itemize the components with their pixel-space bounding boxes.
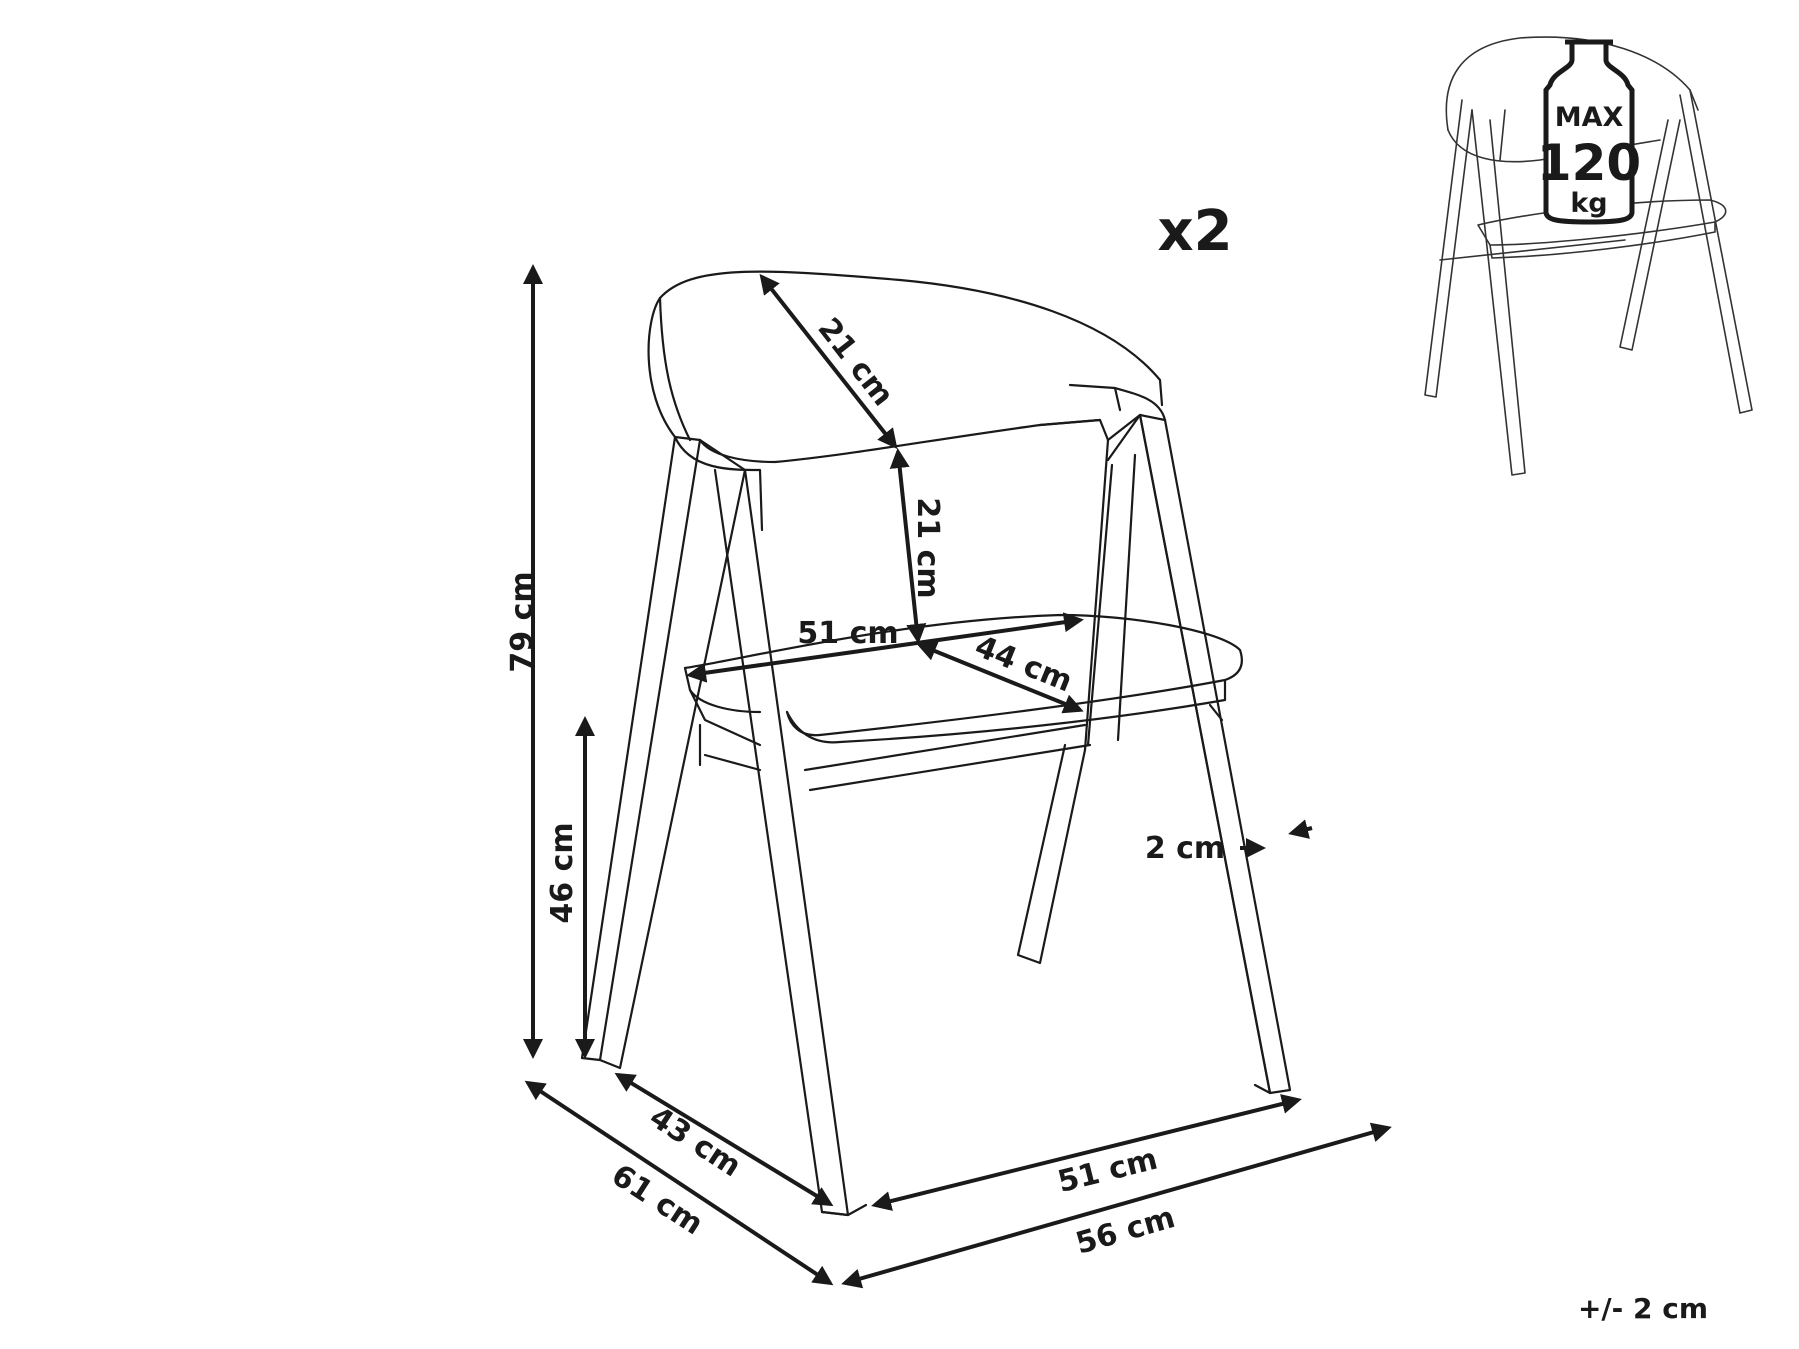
tolerance-label: +/- 2 cm [1578,1292,1708,1325]
total-height-label: 79 cm [505,571,540,672]
front-right-leg [1138,413,1292,1095]
inner-width-label: 51 cm [1054,1142,1161,1200]
seat-height-label: 46 cm [545,822,580,923]
overall-width-label: 56 cm [1072,1200,1179,1262]
seat-width-label: 51 cm [797,616,898,651]
max-load-line1: MAX [1555,102,1624,133]
max-load-value: 120 [1537,134,1641,192]
chair-drawing [580,270,1292,1217]
thumbnail-chair [1424,36,1753,476]
max-load-weight-icon: MAX 120 kg [1537,39,1641,225]
backrest-shell [647,270,1164,439]
rear-right-leg [1016,743,1087,965]
max-load-unit: kg [1570,188,1607,219]
leg-thickness-label: 2 cm [1145,831,1225,866]
dimension-arrows [523,264,1392,1289]
backrest-vertical-label: 21 cm [910,497,945,598]
quantity-label: x2 [1157,199,1232,264]
